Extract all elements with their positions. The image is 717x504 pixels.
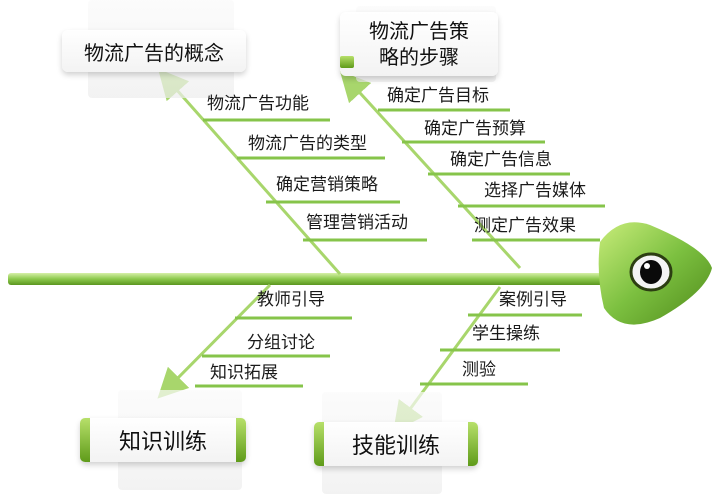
knowledge-title: 知识训练 [118, 430, 207, 455]
fish-eye-pupil [640, 260, 662, 284]
steps-box: 物流广告策 略的步骤 [340, 12, 498, 76]
steps-item-5: 测定广告效果 [474, 216, 576, 236]
spine [8, 273, 608, 285]
fish-eye-highlight [644, 263, 650, 269]
skill-box-cap-right [468, 422, 478, 466]
steps-item-4: 选择广告媒体 [484, 181, 586, 201]
skill-box: 技能训练 [314, 422, 478, 466]
concept-item-4: 管理营销活动 [306, 213, 408, 233]
knowledge-bone [157, 283, 272, 399]
concept-title: 物流广告的概念 [84, 40, 224, 65]
steps-box-cap [340, 56, 354, 68]
concept-item-2: 物流广告的类型 [248, 134, 367, 154]
skill-item-2: 学生操练 [472, 324, 540, 344]
skill-item-3: 测验 [462, 360, 496, 380]
skill-box-cap-left [314, 422, 324, 466]
skill-title: 技能训练 [351, 434, 440, 459]
concept-bone [158, 68, 342, 275]
concept-box: 物流广告的概念 [62, 30, 246, 72]
knowledge-box-cap-right [236, 418, 246, 462]
steps-title-line1: 物流广告策 [369, 19, 469, 43]
knowledge-item-2: 分组讨论 [247, 333, 315, 353]
steps-item-3: 确定广告信息 [450, 150, 552, 170]
knowledge-item-3: 知识拓展 [210, 363, 278, 383]
knowledge-item-1: 教师引导 [257, 290, 325, 310]
knowledge-box: 知识训练 [80, 418, 246, 462]
steps-item-1: 确定广告目标 [387, 86, 489, 106]
knowledge-box-cap-left [80, 418, 90, 462]
steps-item-2: 确定广告预算 [424, 119, 526, 139]
concept-item-1: 物流广告功能 [207, 94, 309, 114]
steps-title-line2: 略的步骤 [379, 45, 459, 69]
skill-item-1: 案例引导 [499, 290, 567, 310]
concept-item-3: 确定营销策略 [276, 175, 378, 195]
